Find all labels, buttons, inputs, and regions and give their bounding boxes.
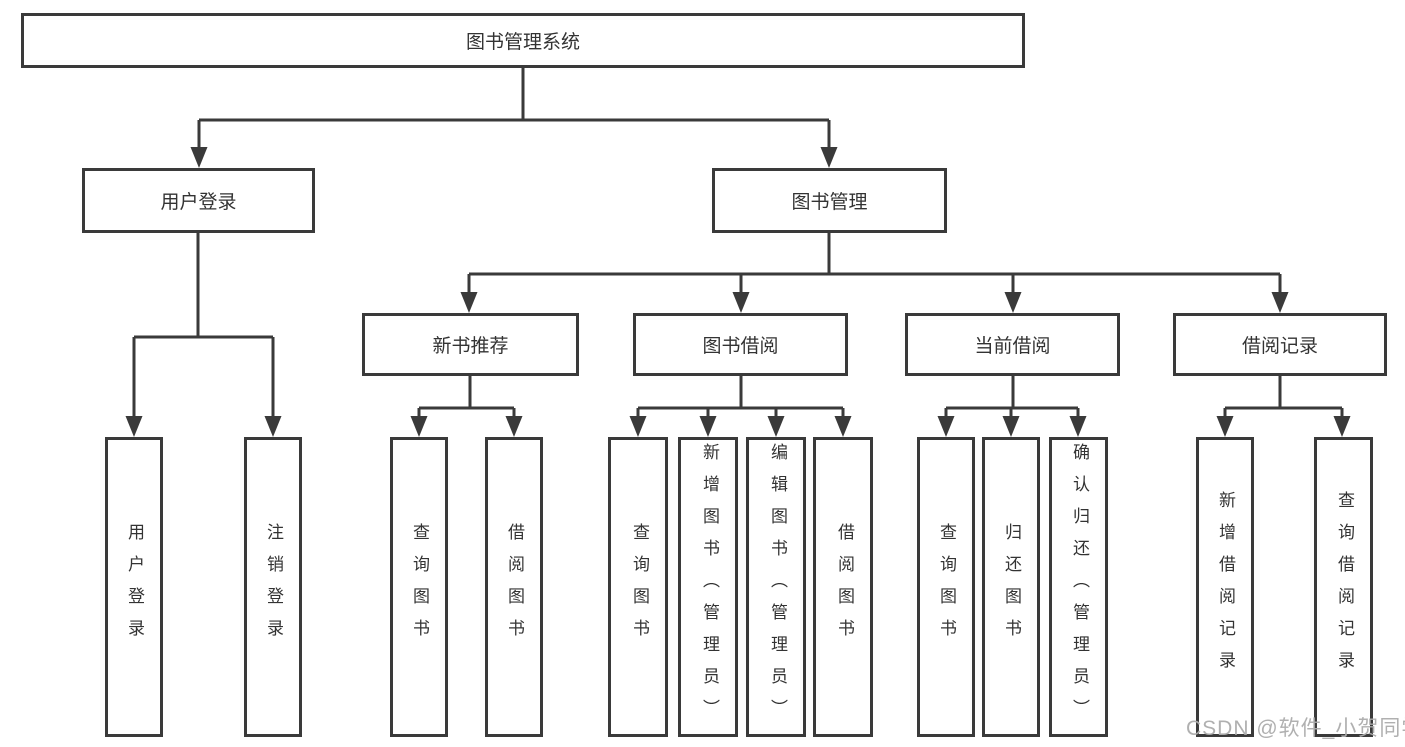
leaf-logout: 注销登录 xyxy=(244,437,302,737)
node-borrow-records: 借阅记录 xyxy=(1173,313,1387,376)
leaf-return-book: 归还图书 xyxy=(982,437,1040,737)
leaf-query-books-recommend: 查询图书 xyxy=(390,437,448,737)
leaf-query-books-current: 查询图书 xyxy=(917,437,975,737)
leaf-query-borrow-record: 查询借阅记录 xyxy=(1314,437,1373,737)
node-root-library-system: 图书管理系统 xyxy=(21,13,1025,68)
leaf-user-login: 用户登录 xyxy=(105,437,163,737)
node-user-login: 用户登录 xyxy=(82,168,315,233)
leaf-edit-book-admin: 编辑图书（管理员） xyxy=(746,437,806,737)
node-book-borrow: 图书借阅 xyxy=(633,313,848,376)
leaf-borrow-books-recommend: 借阅图书 xyxy=(485,437,543,737)
node-new-book-recommend: 新书推荐 xyxy=(362,313,579,376)
node-book-management: 图书管理 xyxy=(712,168,947,233)
leaf-query-books-borrow: 查询图书 xyxy=(608,437,668,737)
node-current-borrow: 当前借阅 xyxy=(905,313,1120,376)
leaf-confirm-return-admin: 确认归还（管理员） xyxy=(1049,437,1108,737)
leaf-borrow-books: 借阅图书 xyxy=(813,437,873,737)
leaf-add-book-admin: 新增图书（管理员） xyxy=(678,437,738,737)
csdn-watermark: CSDN @软件_小贺同学 xyxy=(1186,717,1405,740)
leaf-add-borrow-record: 新增借阅记录 xyxy=(1196,437,1254,737)
